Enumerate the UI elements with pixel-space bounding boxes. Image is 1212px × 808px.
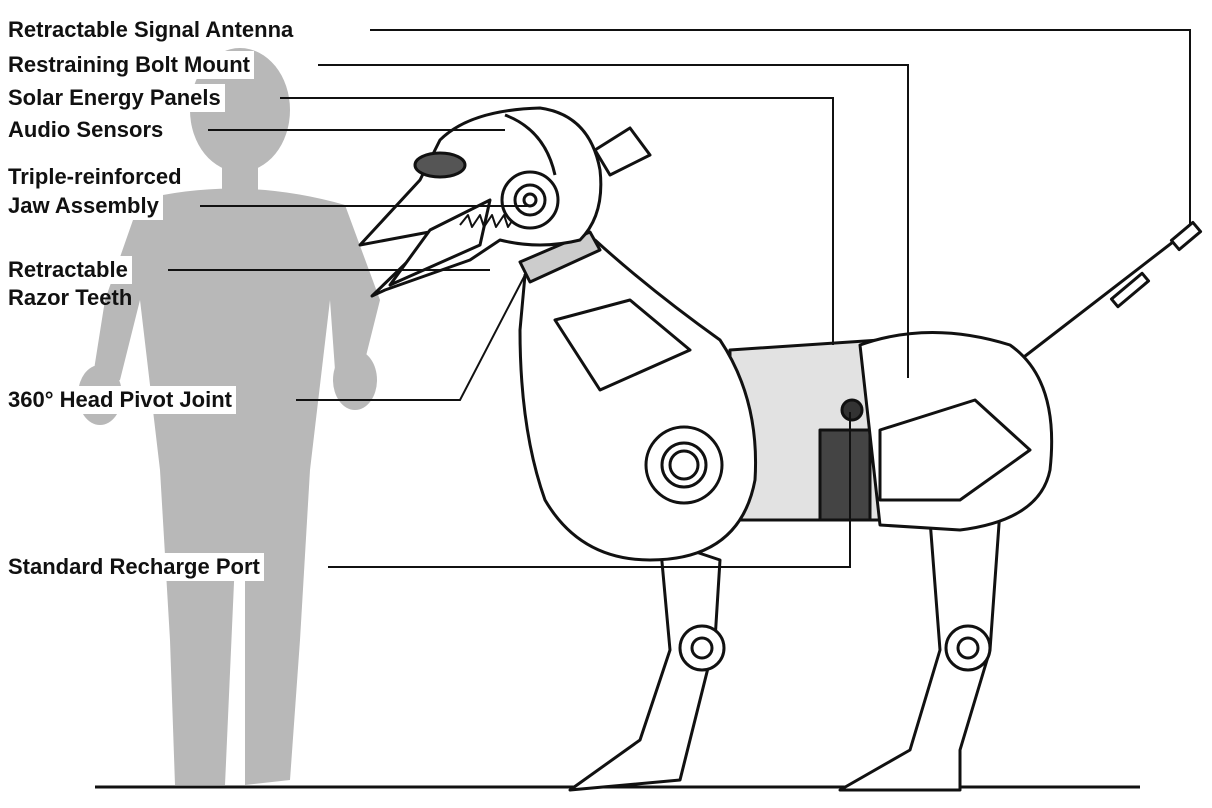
- label-antenna: Retractable Signal Antenna: [8, 16, 298, 44]
- label-jaw-line2: Jaw Assembly: [8, 192, 163, 220]
- label-solar: Solar Energy Panels: [8, 84, 225, 112]
- leader-antenna: [370, 29, 1191, 225]
- robot-dog: [358, 106, 1203, 792]
- leader-recharge: [328, 412, 851, 568]
- leader-solar: [280, 97, 834, 345]
- label-jaw-line1: Triple-reinforced: [8, 164, 182, 189]
- label-audio: Audio Sensors: [8, 116, 168, 144]
- label-pivot: 360° Head Pivot Joint: [8, 386, 236, 414]
- label-recharge: Standard Recharge Port: [8, 553, 264, 581]
- humanoid-silhouette: [78, 48, 380, 786]
- leader-lines: [168, 29, 1191, 568]
- leader-pivot: [296, 274, 526, 401]
- leader-bolt: [318, 64, 909, 378]
- label-teeth-line1: Retractable: [8, 256, 132, 284]
- label-teeth-line2: Razor Teeth: [8, 285, 133, 310]
- label-bolt: Restraining Bolt Mount: [8, 51, 254, 79]
